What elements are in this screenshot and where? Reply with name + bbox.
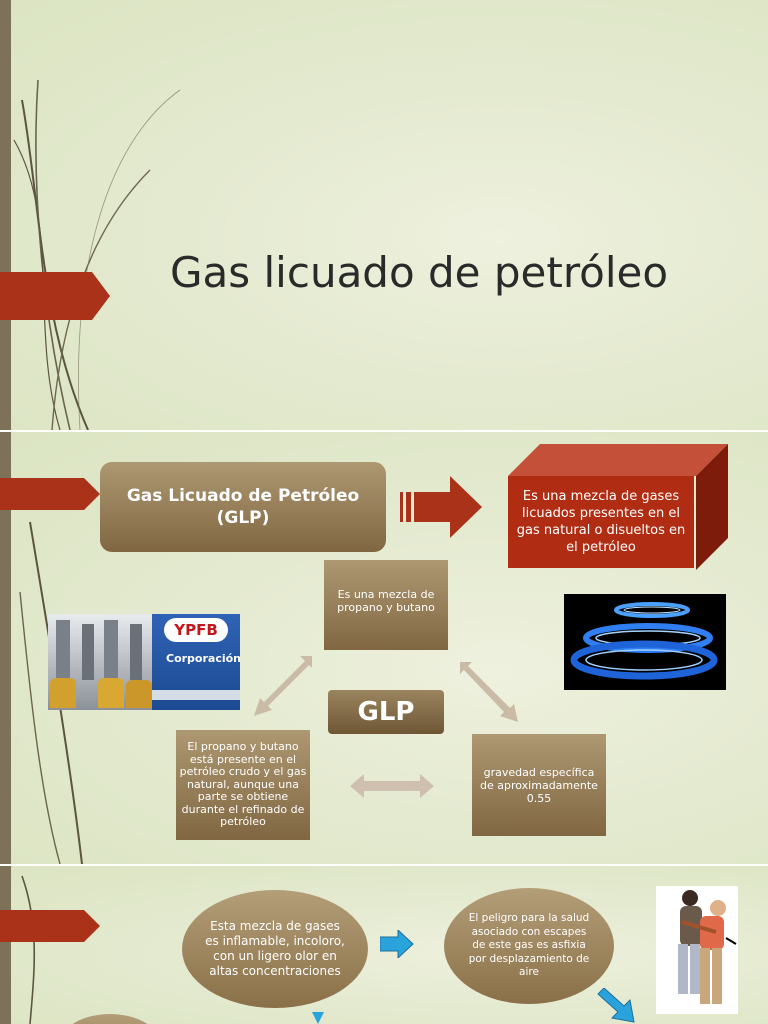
blue-arrow-icon <box>380 930 414 958</box>
glp-badge: GLP <box>328 690 444 734</box>
left-bar <box>0 0 11 430</box>
page-title: Gas licuado de petróleo <box>170 248 669 297</box>
diag-arrow-left <box>254 656 312 716</box>
left-bar <box>0 866 11 1024</box>
slide-separator <box>0 864 768 866</box>
heimlich-figure-image <box>656 886 738 1014</box>
ypfb-cylinders-image: YPFB Corporación <box>48 614 240 710</box>
diag-arrow-right <box>460 662 518 722</box>
slide-title: Gas licuado de petróleo <box>0 0 768 430</box>
red-tab-arrow <box>0 910 100 942</box>
origin-box: El propano y butano está presente en el … <box>176 730 310 840</box>
ypfb-subtitle: Corporación <box>166 652 240 665</box>
grass-decoration <box>21 875 36 1024</box>
partial-oval <box>60 1014 160 1024</box>
propane-butane-box: Es una mezcla de propano y butano <box>324 560 448 650</box>
hazard-oval: El peligro para la salud asociado con es… <box>444 888 614 1004</box>
gas-flame-image <box>564 594 726 690</box>
definition-box: Es una mezcla de gases licuados presente… <box>508 476 694 568</box>
gravity-box: gravedad específica de aproximadamente 0… <box>472 734 606 836</box>
red-tab-arrow <box>0 272 110 320</box>
double-arrow-icon <box>350 774 434 798</box>
slide-properties: Esta mezcla de gases es inflamable, inco… <box>0 866 768 1024</box>
grass-decoration <box>13 79 181 430</box>
red-tab-arrow <box>0 478 100 510</box>
left-bar <box>0 432 11 864</box>
blue-arrow-partial-icon <box>312 1012 324 1024</box>
glp-title-box: Gas Licuado de Petróleo (GLP) <box>100 462 386 552</box>
right-arrow-icon <box>400 476 482 538</box>
ypfb-logo: YPFB <box>164 618 228 642</box>
blue-arrow-down-icon <box>597 988 635 1023</box>
slide-separator <box>0 430 768 432</box>
slide-glp-diagram: Gas Licuado de Petróleo (GLP) Es una mez… <box>0 432 768 864</box>
flammable-oval: Esta mezcla de gases es inflamable, inco… <box>182 890 368 1008</box>
